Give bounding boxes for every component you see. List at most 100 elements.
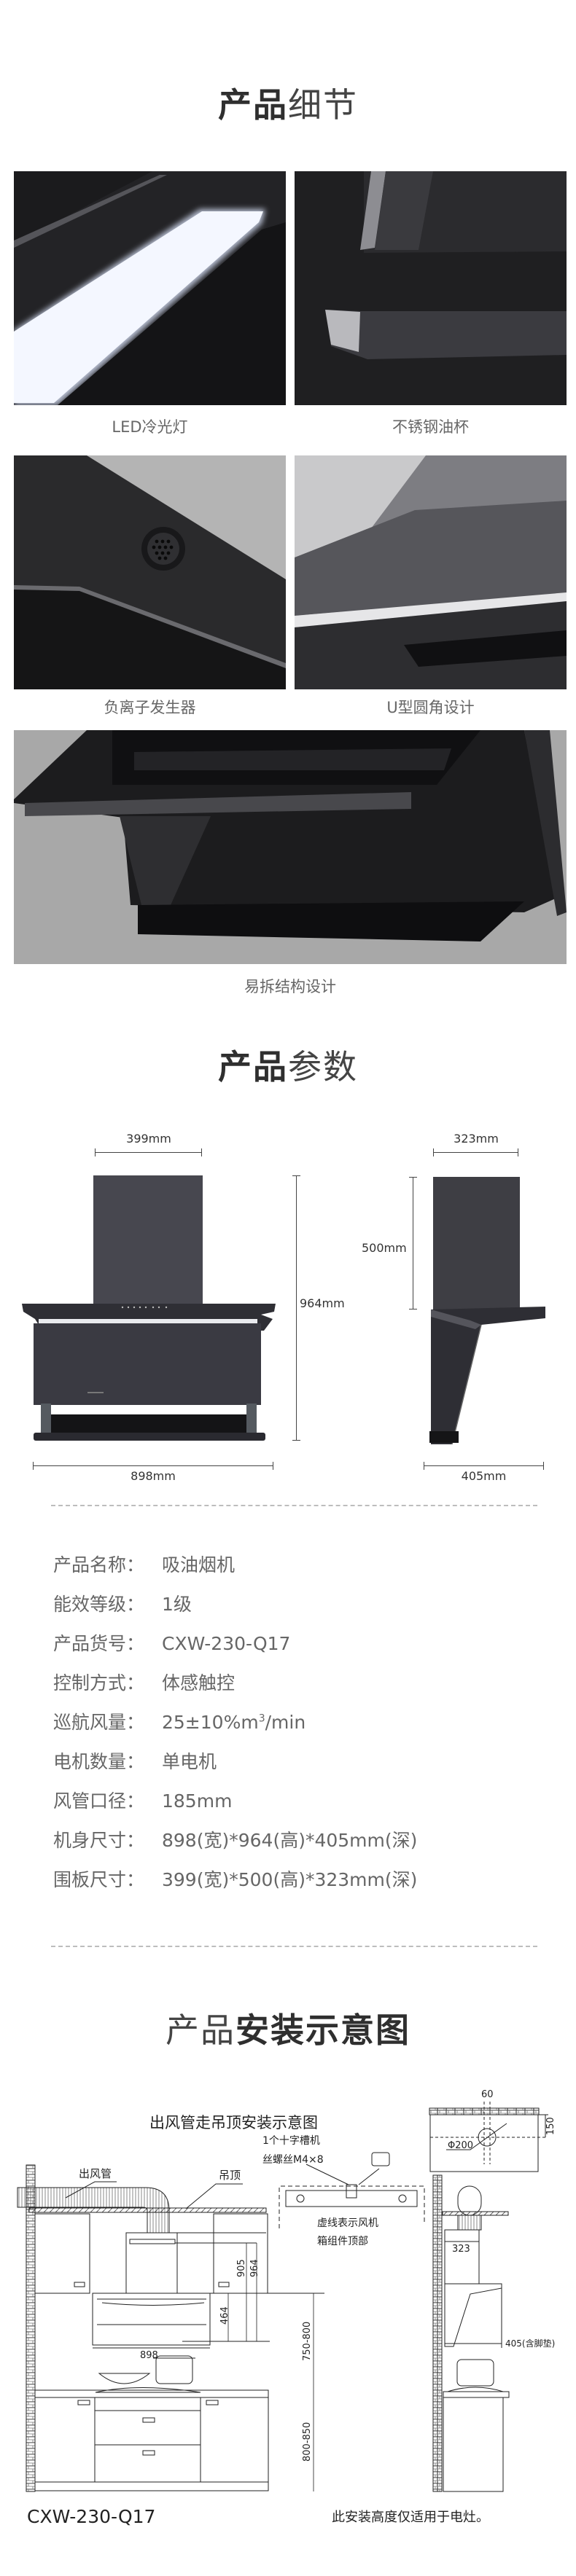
spec-label: 巡航风量： bbox=[53, 1712, 145, 1733]
spec-value: 吸油烟机 bbox=[162, 1554, 236, 1575]
spec-label: 控制方式： bbox=[53, 1672, 145, 1694]
hood-body bbox=[22, 1304, 276, 1441]
spec-value: 898(宽)*964(高)*405mm(深) bbox=[162, 1830, 418, 1851]
brand-logo bbox=[87, 1392, 104, 1393]
spec-row: 产品名称：吸油烟机 bbox=[53, 1551, 235, 1577]
dim-body-height: 964mm bbox=[300, 1296, 345, 1310]
mounting-bracket bbox=[285, 2190, 418, 2207]
hood-panel bbox=[93, 1175, 203, 1305]
spec-row: 能效等级： 1级 bbox=[53, 1590, 192, 1616]
spec-value: CXW-230-Q17 bbox=[162, 1633, 291, 1654]
spec-row: 巡航风量： 25±10%m3/min bbox=[53, 1708, 305, 1734]
spec-sup: 3 bbox=[258, 1712, 265, 1725]
label-dashed-1: 虚线表示风机 bbox=[317, 2217, 378, 2229]
dim-panel-width: 399mm bbox=[126, 1132, 171, 1146]
spec-label: 风管口径： bbox=[53, 1790, 145, 1812]
hood-side bbox=[429, 1177, 545, 1445]
spec-value: 399(宽)*500(高)*323mm(深) bbox=[162, 1869, 418, 1890]
spec-label: 能效等级： bbox=[53, 1594, 145, 1615]
photo-easy-detach bbox=[14, 730, 567, 964]
caption-led-light: LED冷光灯 bbox=[112, 418, 188, 436]
install-note: 此安装高度仅适用于电灶。 bbox=[332, 2510, 489, 2525]
photo-u-corner bbox=[295, 455, 567, 689]
caption-oil-cup: 不锈钢油杯 bbox=[392, 418, 469, 436]
caption-ion-generator: 负离子发生器 bbox=[104, 699, 196, 716]
pot bbox=[155, 2355, 193, 2384]
upper-cabinet bbox=[34, 2213, 90, 2294]
spec-label: 机身尺寸： bbox=[53, 1830, 145, 1851]
dim-panel-depth: 323mm bbox=[454, 1132, 499, 1146]
hood-panel bbox=[125, 2232, 178, 2294]
dim-line bbox=[433, 1148, 518, 1156]
spec-value: 185mm bbox=[162, 1790, 233, 1812]
photo-ion-generator bbox=[14, 455, 286, 689]
dim-750-800: 750-800 bbox=[302, 2322, 313, 2361]
spec-label: 产品货号： bbox=[53, 1633, 145, 1654]
wall bbox=[432, 2174, 443, 2492]
hood-panel-side bbox=[444, 2229, 480, 2285]
spec-row: 风管口径： 185mm bbox=[53, 1787, 232, 1813]
model-number: CXW-230-Q17 bbox=[27, 2506, 155, 2527]
countertop bbox=[34, 2389, 269, 2398]
upper-cabinet bbox=[213, 2213, 268, 2294]
spec-row: 电机数量：单电机 bbox=[53, 1747, 217, 1774]
diagram-title: 出风管走吊顶安装示意图 bbox=[149, 2114, 318, 2131]
spec-row: 围板尺寸： 399(宽)*500(高)*323mm(深) bbox=[53, 1866, 417, 1892]
dim-line bbox=[33, 1462, 273, 1470]
title-light: 参数 bbox=[288, 1047, 358, 1087]
install-title: 产品安装示意图 bbox=[0, 2004, 576, 2052]
spec-unit: /min bbox=[265, 1712, 306, 1733]
title-light: 细节 bbox=[288, 85, 358, 125]
dim-line bbox=[424, 1462, 544, 1470]
spec-value: 25±10%m bbox=[162, 1712, 259, 1733]
photo-oil-cup bbox=[295, 171, 567, 405]
dim-800-850: 800-850 bbox=[302, 2422, 313, 2462]
label-screw-2: 丝螺丝M4×8 bbox=[262, 2154, 324, 2166]
spec-value: 体感触控 bbox=[162, 1672, 236, 1694]
install-diagram: 出风管走吊顶安装示意图 出风管 吊顶 905 964 464 750-800 8… bbox=[17, 2089, 556, 2527]
spec-row: 控制方式： 体感触控 bbox=[53, 1669, 235, 1695]
wok bbox=[98, 2373, 151, 2384]
divider bbox=[51, 1505, 537, 1506]
dim-905: 905 bbox=[236, 2259, 247, 2277]
divider bbox=[51, 1946, 537, 1947]
spec-value: 单电机 bbox=[162, 1751, 217, 1772]
title-bold: 安装示意图 bbox=[236, 2011, 410, 2050]
dim-200: Φ200 bbox=[448, 2140, 473, 2151]
spec-row: 机身尺寸： 898(宽)*964(高)*405mm(深) bbox=[53, 1826, 417, 1852]
fan-box-outline bbox=[279, 2185, 425, 2228]
dim-464: 464 bbox=[219, 2306, 230, 2325]
spec-label: 围板尺寸： bbox=[53, 1869, 145, 1890]
dim-body-width: 898mm bbox=[131, 1469, 176, 1483]
dim-line bbox=[95, 1148, 202, 1156]
wall bbox=[26, 2164, 36, 2492]
dim-60: 60 bbox=[481, 2089, 494, 2100]
base-cabinet bbox=[443, 2397, 504, 2492]
duct-end bbox=[457, 2185, 482, 2216]
title-bold: 产品 bbox=[218, 85, 288, 125]
base-cabinet bbox=[34, 2397, 269, 2491]
dim-323: 323 bbox=[452, 2244, 470, 2255]
label-ceiling: 吊顶 bbox=[219, 2169, 241, 2182]
dim-body-depth: 405mm bbox=[461, 1469, 507, 1483]
title-bold: 产品 bbox=[218, 1047, 288, 1087]
countertop bbox=[443, 2391, 510, 2398]
dim-898: 898 bbox=[140, 2350, 158, 2361]
dim-panel-height: 500mm bbox=[362, 1241, 407, 1255]
dim-964: 964 bbox=[249, 2259, 260, 2277]
details-title: 产品细节 bbox=[0, 79, 576, 127]
dim-150: 150 bbox=[545, 2117, 556, 2135]
title-light: 产品 bbox=[166, 2011, 236, 2050]
pot bbox=[456, 2359, 494, 2387]
caption-easy-detach: 易拆结构设计 bbox=[244, 978, 336, 995]
spec-row: 产品货号： CXW-230-Q17 bbox=[53, 1629, 290, 1656]
label-screw-1: 1个十字槽机 bbox=[262, 2135, 320, 2147]
params-title: 产品参数 bbox=[0, 1041, 576, 1089]
caption-u-corner: U型圆角设计 bbox=[386, 699, 475, 716]
photo-led-light bbox=[14, 171, 286, 405]
dim-line bbox=[292, 1175, 300, 1441]
ceiling bbox=[28, 2207, 267, 2213]
screw-icon bbox=[371, 2152, 390, 2166]
hood-body bbox=[92, 2293, 211, 2346]
spec-value: 1级 bbox=[162, 1594, 192, 1615]
